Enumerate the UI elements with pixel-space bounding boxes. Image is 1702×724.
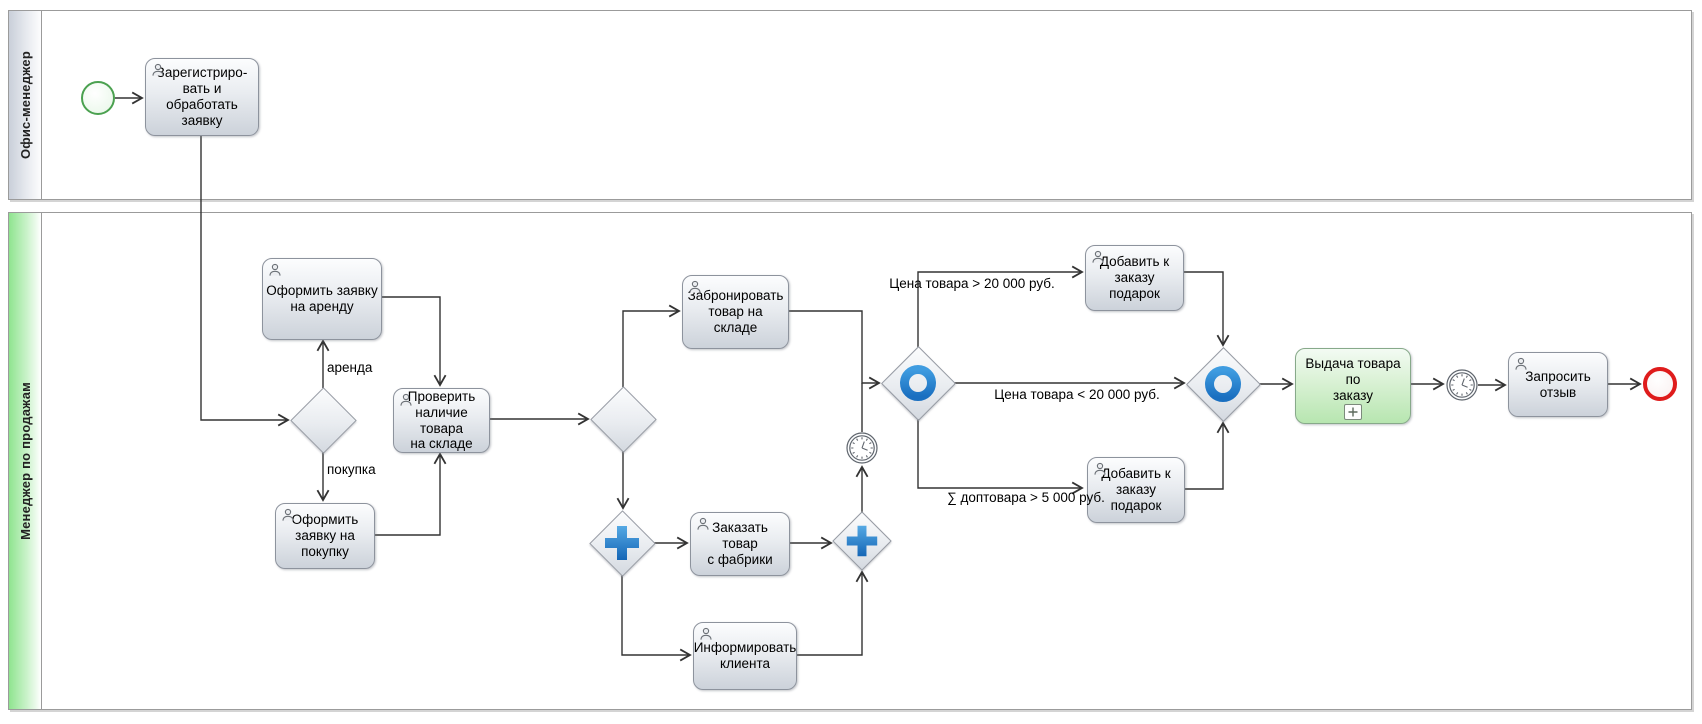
user-icon bbox=[700, 627, 712, 640]
exclusive-gateway-icon bbox=[289, 386, 357, 454]
task-reserve-stock[interactable]: Забронировать товар на складе bbox=[682, 275, 789, 349]
start-event[interactable] bbox=[81, 81, 115, 115]
user-icon bbox=[282, 508, 294, 521]
user-icon bbox=[1092, 250, 1104, 263]
task-label: Информировать клиента bbox=[693, 640, 797, 671]
task-label: Оформить заявку на покупку bbox=[291, 512, 359, 559]
task-purchase-request[interactable]: Оформить заявку на покупку bbox=[275, 503, 375, 569]
task-order-factory[interactable]: Заказать товар с фабрики bbox=[690, 512, 790, 576]
task-rent-request[interactable]: Оформить заявку на аренду bbox=[262, 258, 382, 340]
user-icon bbox=[269, 263, 281, 276]
task-label: Добавить к заказу подарок bbox=[1101, 466, 1171, 513]
subprocess-plus-icon bbox=[1344, 404, 1362, 420]
task-label: Проверить наличие товара на складе bbox=[407, 388, 476, 452]
exclusive-gateway-icon bbox=[589, 385, 657, 453]
task-label: Забронировать товар на складе bbox=[687, 288, 784, 335]
task-gift-over-20k[interactable]: Добавить к заказу подарок bbox=[1085, 245, 1184, 311]
task-label: Зарегистриро- вать и обработать заявку bbox=[156, 65, 248, 128]
inclusive-gateway-icon bbox=[900, 365, 936, 401]
edge-label-price-gt-20000: Цена товара > 20 000 руб. bbox=[889, 276, 1055, 291]
lane-header-sales-manager[interactable]: Менеджер по продажам bbox=[9, 213, 42, 709]
parallel-gateway-icon bbox=[846, 525, 878, 557]
exclusive-gateway-request-type[interactable] bbox=[289, 386, 357, 454]
timer-event-wait[interactable] bbox=[846, 432, 878, 464]
edge-label-price-lt-20000: Цена товара < 20 000 руб. bbox=[994, 387, 1160, 402]
user-icon bbox=[697, 517, 709, 530]
task-inform-client[interactable]: Информировать клиента bbox=[693, 622, 797, 690]
user-icon bbox=[400, 393, 412, 406]
pool-office-manager[interactable]: Офис-менеджер bbox=[8, 10, 1692, 200]
subprocess-issue-order[interactable]: Выдача товара по заказу bbox=[1295, 348, 1411, 424]
lane-title-sales-manager: Менеджер по продажам bbox=[17, 382, 33, 540]
task-label: Оформить заявку на аренду bbox=[266, 283, 378, 314]
task-label: Добавить к заказу подарок bbox=[1099, 254, 1170, 301]
task-label: Выдача товара по заказу bbox=[1305, 356, 1401, 403]
task-check-stock[interactable]: Проверить наличие товара на складе bbox=[393, 388, 490, 453]
task-gift-addons-5k[interactable]: Добавить к заказу подарок bbox=[1087, 457, 1185, 523]
lane-header-office-manager[interactable]: Офис-менеджер bbox=[9, 11, 42, 199]
end-event[interactable] bbox=[1643, 367, 1677, 401]
parallel-gateway-icon bbox=[605, 526, 639, 560]
timer-event-before-feedback[interactable] bbox=[1446, 369, 1478, 401]
user-icon bbox=[152, 63, 164, 76]
task-register-request[interactable]: Зарегистриро- вать и обработать заявку bbox=[145, 58, 259, 136]
timer-icon bbox=[851, 437, 873, 459]
inclusive-gateway-join[interactable] bbox=[1185, 346, 1261, 422]
task-label: Запросить отзыв bbox=[1525, 368, 1591, 400]
timer-icon bbox=[1451, 374, 1473, 396]
inclusive-gateway-icon bbox=[1205, 366, 1241, 402]
parallel-gateway-join[interactable] bbox=[832, 511, 892, 571]
user-icon bbox=[1094, 462, 1106, 475]
edge-label-addons-gt-5000: ∑ доптовара > 5 000 руб. bbox=[947, 490, 1105, 505]
parallel-gateway-split[interactable] bbox=[588, 509, 656, 577]
edge-label-rent: аренда bbox=[327, 360, 373, 375]
task-label: Заказать товар с фабрики bbox=[707, 520, 773, 567]
inclusive-gateway-split[interactable] bbox=[880, 345, 956, 421]
task-request-feedback[interactable]: Запросить отзыв bbox=[1508, 352, 1608, 417]
user-icon bbox=[1515, 357, 1527, 370]
user-icon bbox=[689, 280, 701, 293]
edge-label-purchase: покупка bbox=[327, 462, 376, 477]
exclusive-gateway-stock[interactable] bbox=[589, 385, 657, 453]
lane-title-office-manager: Офис-менеджер bbox=[17, 50, 33, 160]
